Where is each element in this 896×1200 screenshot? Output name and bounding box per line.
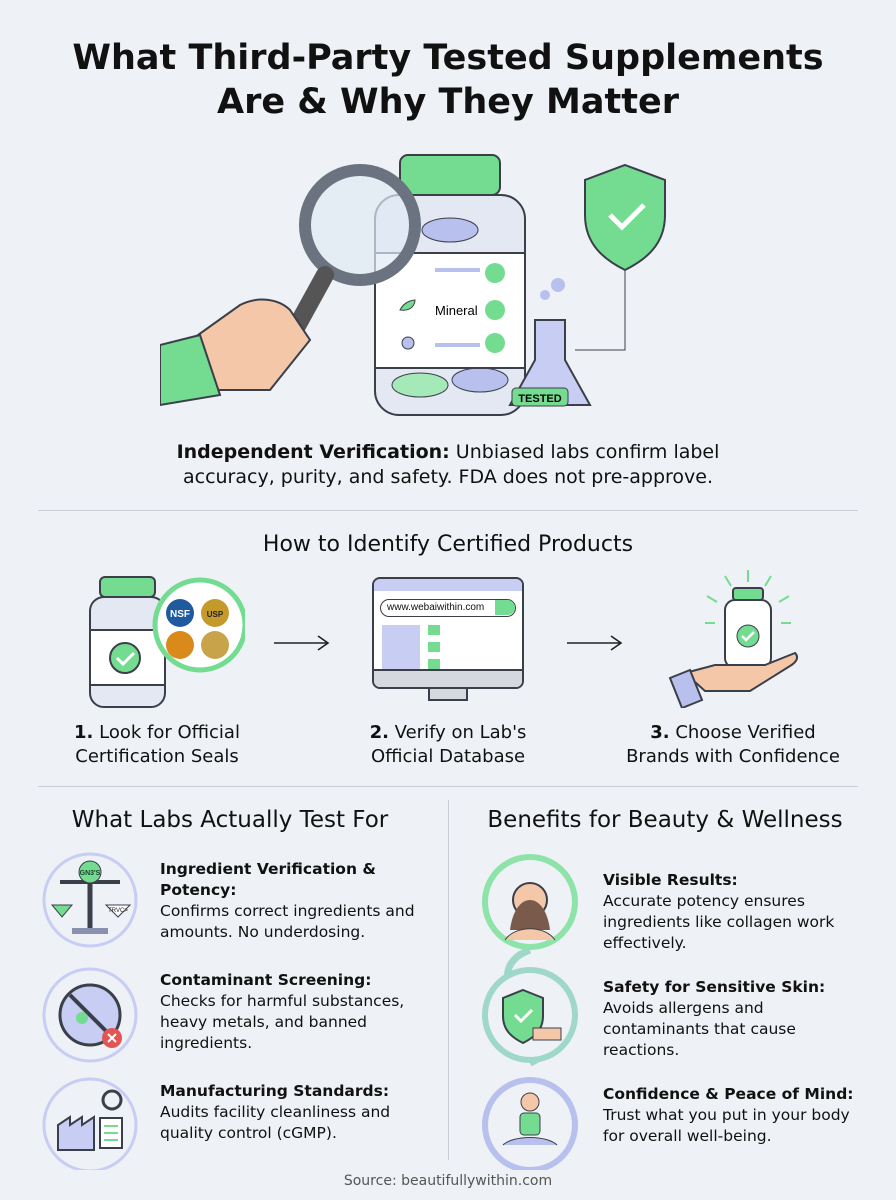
- test-item: Ingredient Verification &Potency: Confir…: [160, 860, 415, 941]
- shield-skin-icon: [482, 967, 578, 1063]
- hero-caption: Independent Verification: Unbiased labs …: [176, 441, 720, 488]
- column-divider: [448, 800, 449, 1160]
- scale-icon: GN3'S TRVC>: [42, 852, 138, 948]
- usp-seal: USP: [207, 610, 224, 619]
- scale-pan-label: TRVC>: [108, 908, 128, 914]
- magnifying-glass-icon: [160, 164, 421, 407]
- benefits-icons: [482, 854, 578, 1170]
- no-contaminants-icon: [42, 967, 138, 1063]
- factory-icon: [42, 1077, 138, 1170]
- hand-holding-bottle-icon: [668, 570, 799, 708]
- divider: [38, 786, 858, 787]
- tests-icons: GN3'S TRVC>: [42, 852, 138, 1170]
- mineral-label: Mineral: [435, 303, 478, 318]
- url-bar: www.webaiwithin.com: [380, 599, 516, 617]
- arrow-right-icon: [567, 635, 623, 651]
- benefit-item: Visible Results: Accurate potency ensure…: [603, 871, 835, 952]
- shield-check-icon: [575, 163, 666, 351]
- divider: [38, 510, 858, 511]
- benefit-item: Confidence & Peace of Mind: Trust what y…: [603, 1085, 854, 1145]
- test-item: Contaminant Screening: Checks for harmfu…: [160, 971, 405, 1052]
- hero-illustration: Mineral TESTED: [160, 154, 666, 416]
- nsf-seal: NSF: [170, 609, 190, 620]
- flask-icon: [508, 278, 592, 407]
- identify-heading: How to Identify Certified Products: [262, 532, 634, 557]
- test-item: Manufacturing Standards: Audits facility…: [160, 1082, 391, 1142]
- monitor-stand: [428, 689, 468, 701]
- certification-seals-icon: NSF USP: [89, 576, 245, 708]
- benefit-item: Safety for Sensitive Skin: Avoids allerg…: [603, 978, 826, 1059]
- tests-heading: What Labs Actually Test For: [71, 807, 389, 833]
- glowing-face-icon: [482, 854, 578, 950]
- meditation-icon: [482, 1077, 578, 1170]
- search-icon: [495, 600, 515, 615]
- supplement-jar-icon: [374, 154, 526, 416]
- arrow-right-icon: [274, 635, 330, 651]
- tested-label: TESTED: [518, 393, 561, 405]
- source-credit: Source: beautifullywithin.com: [343, 1173, 553, 1189]
- benefits-heading: Benefits for Beauty & Wellness: [487, 807, 843, 833]
- scale-top-label: GN3'S: [80, 870, 101, 877]
- browser-monitor-icon: www.webaiwithin.com: [372, 577, 524, 689]
